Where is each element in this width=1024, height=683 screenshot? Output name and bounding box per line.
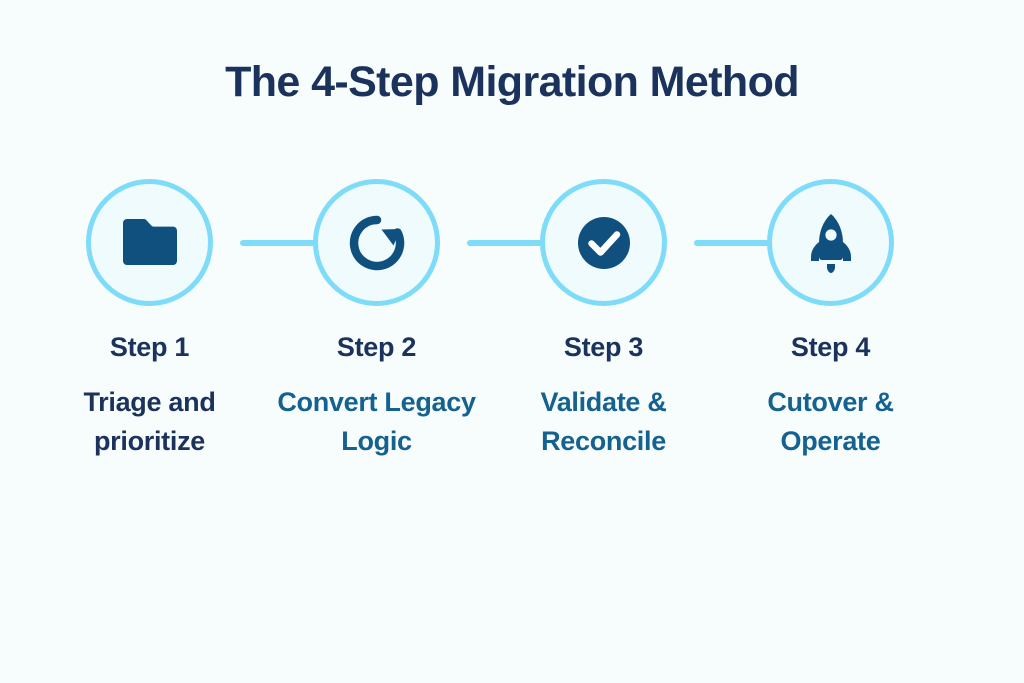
step-4-labels: Step 4 Cutover & Operate: [717, 332, 944, 461]
step-2-circle[interactable]: [313, 179, 440, 306]
step-1-name: Step 1: [109, 332, 190, 362]
steps-label-row: Step 1 Triage and prioritize Step 2 Conv…: [36, 332, 988, 533]
step-2-name: Step 2: [336, 332, 417, 362]
step-1-description: Triage and prioritize: [83, 386, 216, 456]
step-3-circle[interactable]: [540, 179, 667, 306]
refresh-icon: [346, 212, 408, 274]
connector-line-3-4: [694, 240, 809, 246]
step-1-labels: Step 1 Triage and prioritize: [36, 332, 263, 461]
step-3-description: Validate & Reconcile: [540, 386, 667, 456]
step-3-labels: Step 3 Validate & Reconcile: [490, 332, 717, 461]
check-circle-icon: [575, 214, 633, 272]
page-title: The 4-Step Migration Method: [225, 58, 799, 106]
connector-line-1-2: [240, 240, 355, 246]
step-4-circle[interactable]: [767, 179, 894, 306]
step-2-description: Convert Legacy Logic: [277, 386, 476, 456]
step-2-labels: Step 2 Convert Legacy Logic: [263, 332, 490, 461]
connector-line-2-3: [467, 240, 582, 246]
step-4-description: Cutover & Operate: [767, 386, 894, 456]
folder-icon: [119, 215, 181, 271]
step-4-name: Step 4: [790, 332, 871, 362]
rocket-icon: [803, 212, 859, 274]
step-1-circle[interactable]: [86, 179, 213, 306]
step-3-name: Step 3: [563, 332, 644, 362]
steps-icon-row: [36, 179, 988, 307]
